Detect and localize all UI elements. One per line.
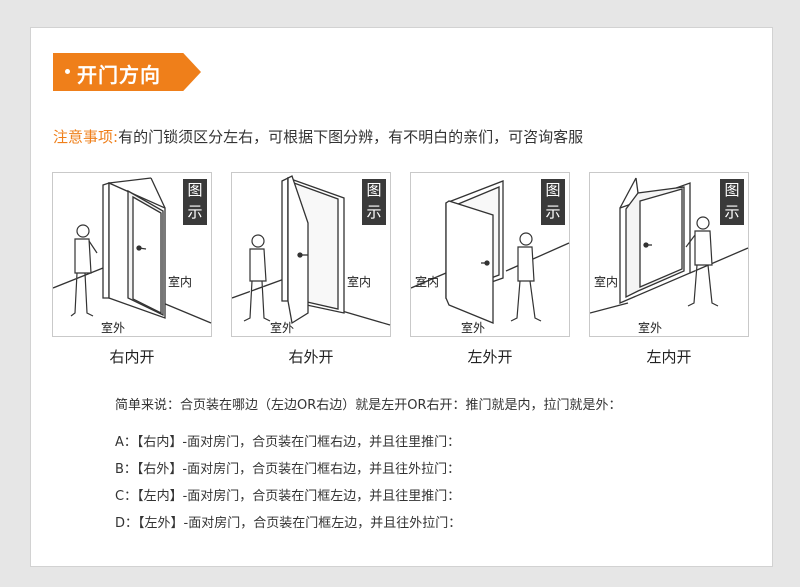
rule-a: A：【右内】-面对房门，合页装在门框右边，并且往里推门： — [115, 435, 461, 450]
badge-tag: 图 示 — [720, 179, 744, 225]
summary-text: 简单来说：合页装在哪边（左边OR右边）就是左开OR右开：推门就是内，拉门就是外： — [115, 398, 622, 413]
rule-c: C：【左内】-面对房门，合页装在门框左边，并且往里推门： — [115, 489, 461, 504]
door-diagram-left-in: 图 示 室内 室外 — [589, 172, 749, 337]
badge-bottom: 示 — [187, 203, 203, 221]
indoor-label: 室内 — [347, 275, 372, 289]
indoor-label: 室内 — [415, 275, 440, 289]
door-diagram-right-in: 图 示 室内 室外 — [52, 172, 212, 337]
badge-bottom: 示 — [545, 203, 561, 221]
notice-line: 注意事项:有的门锁须区分左右，可根据下图分辨，有不明白的亲们，可咨询客服 — [53, 126, 583, 147]
badge-tag: 图 示 — [541, 179, 565, 225]
caption-right-in: 右内开 — [109, 348, 155, 366]
section-title: 开门方向 — [77, 63, 161, 87]
door-diagram-left-out: 图 示 室内 室外 — [410, 172, 570, 337]
caption-right-out: 右外开 — [288, 348, 334, 366]
badge-top: 图 — [545, 181, 561, 199]
outdoor-label: 室外 — [461, 321, 486, 335]
caption-left-out: 左外开 — [467, 348, 513, 366]
door-right-in-illustration — [53, 177, 212, 324]
badge-top: 图 — [187, 181, 203, 199]
indoor-label: 室内 — [168, 275, 193, 289]
caption-left-in: 左内开 — [646, 348, 692, 366]
content-card: 开门方向 注意事项:有的门锁须区分左右，可根据下图分辨，有不明白的亲们，可咨询客… — [30, 27, 773, 567]
rule-b: B：【右外】-面对房门，合页装在门框右边，并且往外拉门： — [115, 462, 461, 477]
indoor-label: 室内 — [594, 275, 619, 289]
badge-bottom: 示 — [366, 203, 382, 221]
door-diagram-right-out: 图 示 室内 室外 — [231, 172, 391, 337]
notice-label: 注意事项: — [53, 128, 119, 146]
door-left-out-illustration — [411, 180, 570, 324]
outdoor-label: 室外 — [101, 321, 126, 335]
badge-tag: 图 示 — [362, 179, 386, 225]
rule-d: D：【左外】-面对房门，合页装在门框左边，并且往外拉门： — [115, 516, 462, 531]
section-banner: 开门方向 — [53, 53, 201, 91]
door-right-out-illustration — [232, 175, 391, 326]
outdoor-label: 室外 — [638, 321, 663, 335]
door-left-in-illustration — [590, 177, 749, 314]
badge-bottom: 示 — [724, 203, 740, 221]
outdoor-label: 室外 — [270, 321, 295, 335]
badge-top: 图 — [724, 181, 740, 199]
badge-tag: 图 示 — [183, 179, 207, 225]
bullet-dot-icon — [65, 69, 70, 74]
notice-text: 有的门锁须区分左右，可根据下图分辨，有不明白的亲们，可咨询客服 — [118, 128, 584, 146]
badge-top: 图 — [366, 181, 382, 199]
